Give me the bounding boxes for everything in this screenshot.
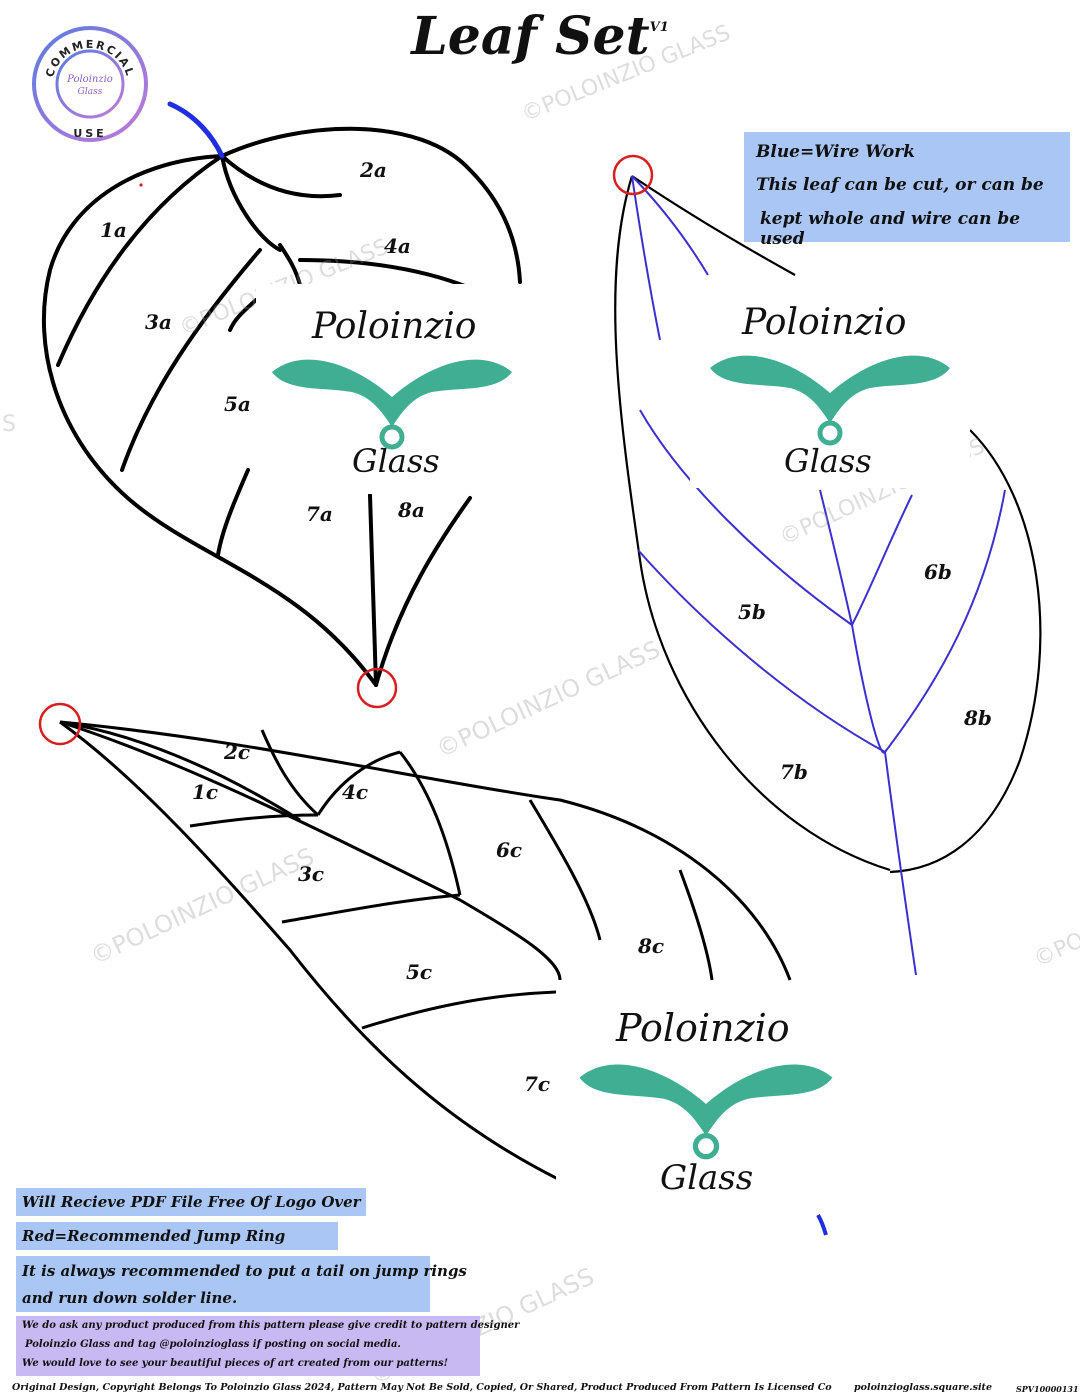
piece-label: 1a <box>100 218 127 242</box>
logo-line2: Glass <box>784 442 872 480</box>
logo-line1: Poloinzio <box>312 306 477 347</box>
piece-label: 6b <box>924 560 952 584</box>
piece-label: 2a <box>360 158 387 182</box>
piece-label: 8a <box>398 498 425 522</box>
jump-ring-leaf-c <box>38 702 82 746</box>
badge-center-line1: Poloinzio <box>66 74 113 85</box>
piece-label: 4a <box>384 234 411 258</box>
logo-overlay: Poloinzio Glass <box>556 982 856 1208</box>
leaf-b-outline <box>614 175 1042 874</box>
commercial-use-badge: COMMERCIAL USE Poloinzio Glass <box>30 24 150 144</box>
pdf-note: Will Recieve PDF File Free Of Logo Over … <box>16 1188 366 1239</box>
piece-label: 3a <box>145 310 172 334</box>
piece-label: 7b <box>780 760 808 784</box>
piece-label: 6c <box>496 838 523 862</box>
wire-work-note: Blue=Wire Work This leaf can be cut, or … <box>744 132 1070 249</box>
piece-label: 3c <box>298 862 325 886</box>
logo-line2: Glass <box>660 1158 754 1198</box>
jump-ring-leaf-a <box>356 667 398 709</box>
red-dot <box>139 183 143 187</box>
piece-label: 8b <box>964 706 992 730</box>
piece-label: 2c <box>224 740 251 764</box>
logo-overlay: Poloinzio Glass <box>256 284 524 494</box>
piece-label: 5c <box>406 960 433 984</box>
logo-line1: Poloinzio <box>742 302 907 343</box>
note-line: It is always recommended to put a tail o… <box>22 1262 467 1280</box>
piece-label: 7a <box>306 502 333 526</box>
note-line: We would love to see your beautiful piec… <box>22 1358 448 1369</box>
piece-label: 4c <box>342 780 369 804</box>
pattern-code: SPV10000131 <box>1016 1384 1079 1394</box>
logo-flourish-icon <box>710 355 950 446</box>
jump-ring-leaf-b <box>612 154 654 196</box>
piece-label: 8c <box>638 934 665 958</box>
leaf-a-stem-wire <box>167 101 225 159</box>
badge-bottom-text: USE <box>73 127 106 140</box>
logo-line1: Poloinzio <box>616 1006 790 1050</box>
copyright-footer: Original Design, Copyright Belongs To Po… <box>12 1382 832 1393</box>
logo-overlay: Poloinzio Glass <box>690 282 970 488</box>
note-line: Blue=Wire Work <box>756 142 915 162</box>
site-url: poloinzioglass.square.site <box>854 1382 992 1393</box>
note-line: and run down solder line. <box>22 1289 238 1307</box>
tail-note: It is always recommended to put a tail o… <box>16 1256 467 1312</box>
note-line: This leaf can be cut, or can be <box>756 175 1044 195</box>
badge-center-line2: Glass <box>78 87 103 97</box>
credit-note: We do ask any product produced from this… <box>16 1316 519 1376</box>
note-line: Poloinzio Glass and tag @poloinzioglass … <box>25 1339 401 1350</box>
leaf-c-outline <box>59 720 792 1182</box>
jump-ring-note: Red=Recommended Jump Ring Placement <box>16 1222 338 1273</box>
note-line: kept whole and wire can be used <box>760 209 1021 249</box>
leaf-b-wire-veins <box>631 175 1006 976</box>
piece-label: 5a <box>224 392 251 416</box>
version-mark: V1 <box>649 20 669 35</box>
leaf-a-outline <box>42 126 522 687</box>
piece-label: 1c <box>192 780 219 804</box>
logo-flourish-icon <box>579 1064 833 1160</box>
logo-flourish-icon <box>272 359 512 450</box>
page-title: Leaf SetV1 <box>411 6 669 67</box>
piece-label: 7c <box>524 1072 551 1096</box>
logo-line2: Glass <box>352 442 440 480</box>
leaf-c-stem-wire <box>816 1214 828 1236</box>
watermark-fragment: S <box>2 412 16 437</box>
piece-label: 5b <box>738 600 766 624</box>
note-line: We do ask any product produced from this… <box>22 1320 520 1331</box>
